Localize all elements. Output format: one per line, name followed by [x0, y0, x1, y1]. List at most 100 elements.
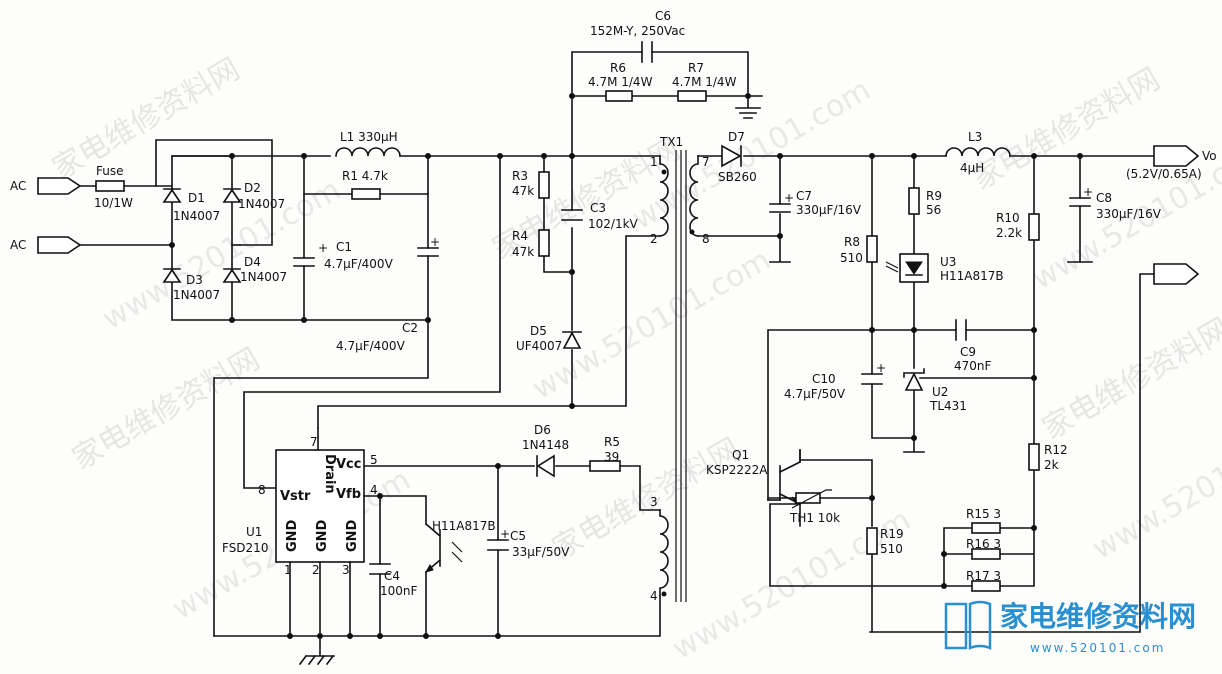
svg-text:1N4007: 1N4007 [238, 197, 285, 211]
svg-text:H11A817B: H11A817B [940, 269, 1004, 283]
svg-text:8: 8 [258, 483, 266, 497]
svg-text:5: 5 [370, 453, 378, 467]
gnd-output-connector [1153, 263, 1200, 285]
diode-d7: D7 SB260 [718, 130, 757, 184]
svg-text:+: + [318, 241, 328, 255]
shunt-regulator-u2: U2 TL431 [903, 368, 1035, 413]
svg-text:7: 7 [310, 435, 318, 449]
svg-text:Q1: Q1 [732, 448, 749, 462]
svg-text:100nF: 100nF [380, 584, 418, 598]
svg-text:L3: L3 [968, 130, 982, 144]
resistor-r1: R1 4.7k [342, 169, 388, 200]
svg-text:L1 330μH: L1 330μH [340, 130, 398, 144]
diode-d4: D4 1N4007 [222, 255, 287, 284]
resistor-r5: R5 39 [589, 435, 621, 472]
svg-text:1: 1 [284, 563, 292, 577]
svg-text:UF4007: UF4007 [516, 339, 562, 353]
svg-text:4: 4 [370, 483, 378, 497]
capacitor-c5: + C5 33μF/50V [487, 527, 570, 559]
svg-text:47k: 47k [512, 245, 534, 259]
ground-symbol-primary [298, 635, 335, 666]
svg-text:R1 4.7k: R1 4.7k [342, 169, 388, 183]
svg-text:GND: GND [345, 519, 360, 552]
svg-text:R15 3: R15 3 [966, 507, 1001, 521]
fuse: Fuse 10/1W [94, 164, 133, 210]
inductor-l1: L1 330μH [335, 130, 401, 157]
svg-text:10/1W: 10/1W [94, 196, 133, 210]
logo-text: 家电维修资料网 [1000, 600, 1196, 633]
svg-text:7: 7 [702, 155, 710, 169]
svg-text:R5: R5 [604, 435, 620, 449]
svg-text:R10: R10 [996, 211, 1020, 225]
svg-text:Vo: Vo [1202, 149, 1217, 163]
resistor-r8: R8 510 [840, 235, 878, 265]
resistor-r16: R16 3 [966, 537, 1001, 560]
svg-text:R9: R9 [926, 189, 942, 203]
svg-text:D7: D7 [728, 130, 745, 144]
svg-text:+: + [1083, 185, 1093, 199]
svg-text:R16 3: R16 3 [966, 537, 1001, 551]
svg-text:U2: U2 [932, 385, 948, 399]
watermark-url: www.520101.com [1087, 402, 1222, 567]
svg-text:Vstr: Vstr [280, 489, 311, 504]
watermark-url: www.520101.com [527, 242, 777, 407]
svg-text:4.7M 1/4W: 4.7M 1/4W [672, 75, 737, 89]
ic-u1: Vstr Vcc Vfb Drain GND GND GND 7 8 5 4 1… [222, 435, 378, 577]
svg-text:152M-Y, 250Vac: 152M-Y, 250Vac [590, 24, 685, 38]
thermistor-th1: TH1 10k [767, 489, 873, 525]
capacitor-c10: + C10 4.7μF/50V [784, 361, 886, 401]
ac-connector-1: AC [10, 177, 82, 195]
ground-symbol [735, 95, 761, 119]
svg-text:4.7μF/400V: 4.7μF/400V [336, 339, 406, 353]
svg-text:TH1 10k: TH1 10k [789, 511, 840, 525]
resistor-r15: R15 3 [966, 507, 1001, 534]
inductor-l3: L3 4μH [945, 130, 1011, 175]
svg-text:C9: C9 [960, 345, 976, 359]
capacitor-c3: C3 102/1kV [561, 201, 639, 231]
svg-text:H11A817B: H11A817B [432, 519, 496, 533]
svg-text:R12: R12 [1044, 443, 1068, 457]
diode-d2: D2 1N4007 [222, 181, 285, 211]
watermark-cn: 家电维修资料网 [47, 52, 246, 187]
svg-text:4: 4 [650, 589, 658, 603]
svg-text:D6: D6 [534, 423, 551, 437]
svg-text:510: 510 [840, 251, 863, 265]
capacitor-c6: C6 152M-Y, 250Vac [590, 9, 685, 63]
svg-text:(5.2V/0.65A): (5.2V/0.65A) [1126, 167, 1202, 181]
watermark-url: www.520101.com [97, 172, 347, 337]
diode-d5: D5 UF4007 [516, 324, 582, 353]
svg-text:GND: GND [285, 519, 300, 552]
svg-text:+: + [876, 361, 886, 375]
svg-text:4μH: 4μH [960, 161, 984, 175]
svg-text:330μF/16V: 330μF/16V [796, 203, 862, 217]
svg-text:C4: C4 [384, 569, 400, 583]
svg-text:R19: R19 [880, 527, 904, 541]
svg-text:3: 3 [342, 563, 350, 577]
svg-text:1: 1 [650, 155, 658, 169]
svg-text:4.7μF/50V: 4.7μF/50V [784, 387, 846, 401]
svg-text:D1: D1 [188, 191, 205, 205]
svg-text:D4: D4 [244, 255, 261, 269]
resistor-r10: R10 2.2k [996, 211, 1040, 241]
resistor-r4: R4 47k [512, 229, 550, 259]
svg-text:+: + [784, 191, 794, 205]
svg-text:+: + [430, 235, 440, 249]
diode-d3: D3 1N4007 [162, 268, 220, 302]
optocoupler-u3: U3 H11A817B [885, 253, 1004, 283]
resistor-r6: R6 4.7M 1/4W [588, 61, 653, 102]
diode-d1: D1 1N4007 [162, 188, 220, 223]
capacitor-c1: C1 4.7μF/400V + [293, 240, 394, 271]
svg-text:U1: U1 [246, 525, 262, 539]
svg-text:1N4148: 1N4148 [522, 438, 569, 452]
ac1-label: AC [10, 179, 26, 193]
svg-text:TL431: TL431 [929, 399, 967, 413]
svg-text:C10: C10 [812, 372, 836, 386]
ac2-label: AC [10, 238, 26, 252]
svg-text:R3: R3 [512, 169, 528, 183]
svg-text:D5: D5 [530, 324, 547, 338]
svg-text:47k: 47k [512, 184, 534, 198]
svg-text:39: 39 [604, 450, 619, 464]
resistor-r9: R9 56 [908, 187, 942, 217]
